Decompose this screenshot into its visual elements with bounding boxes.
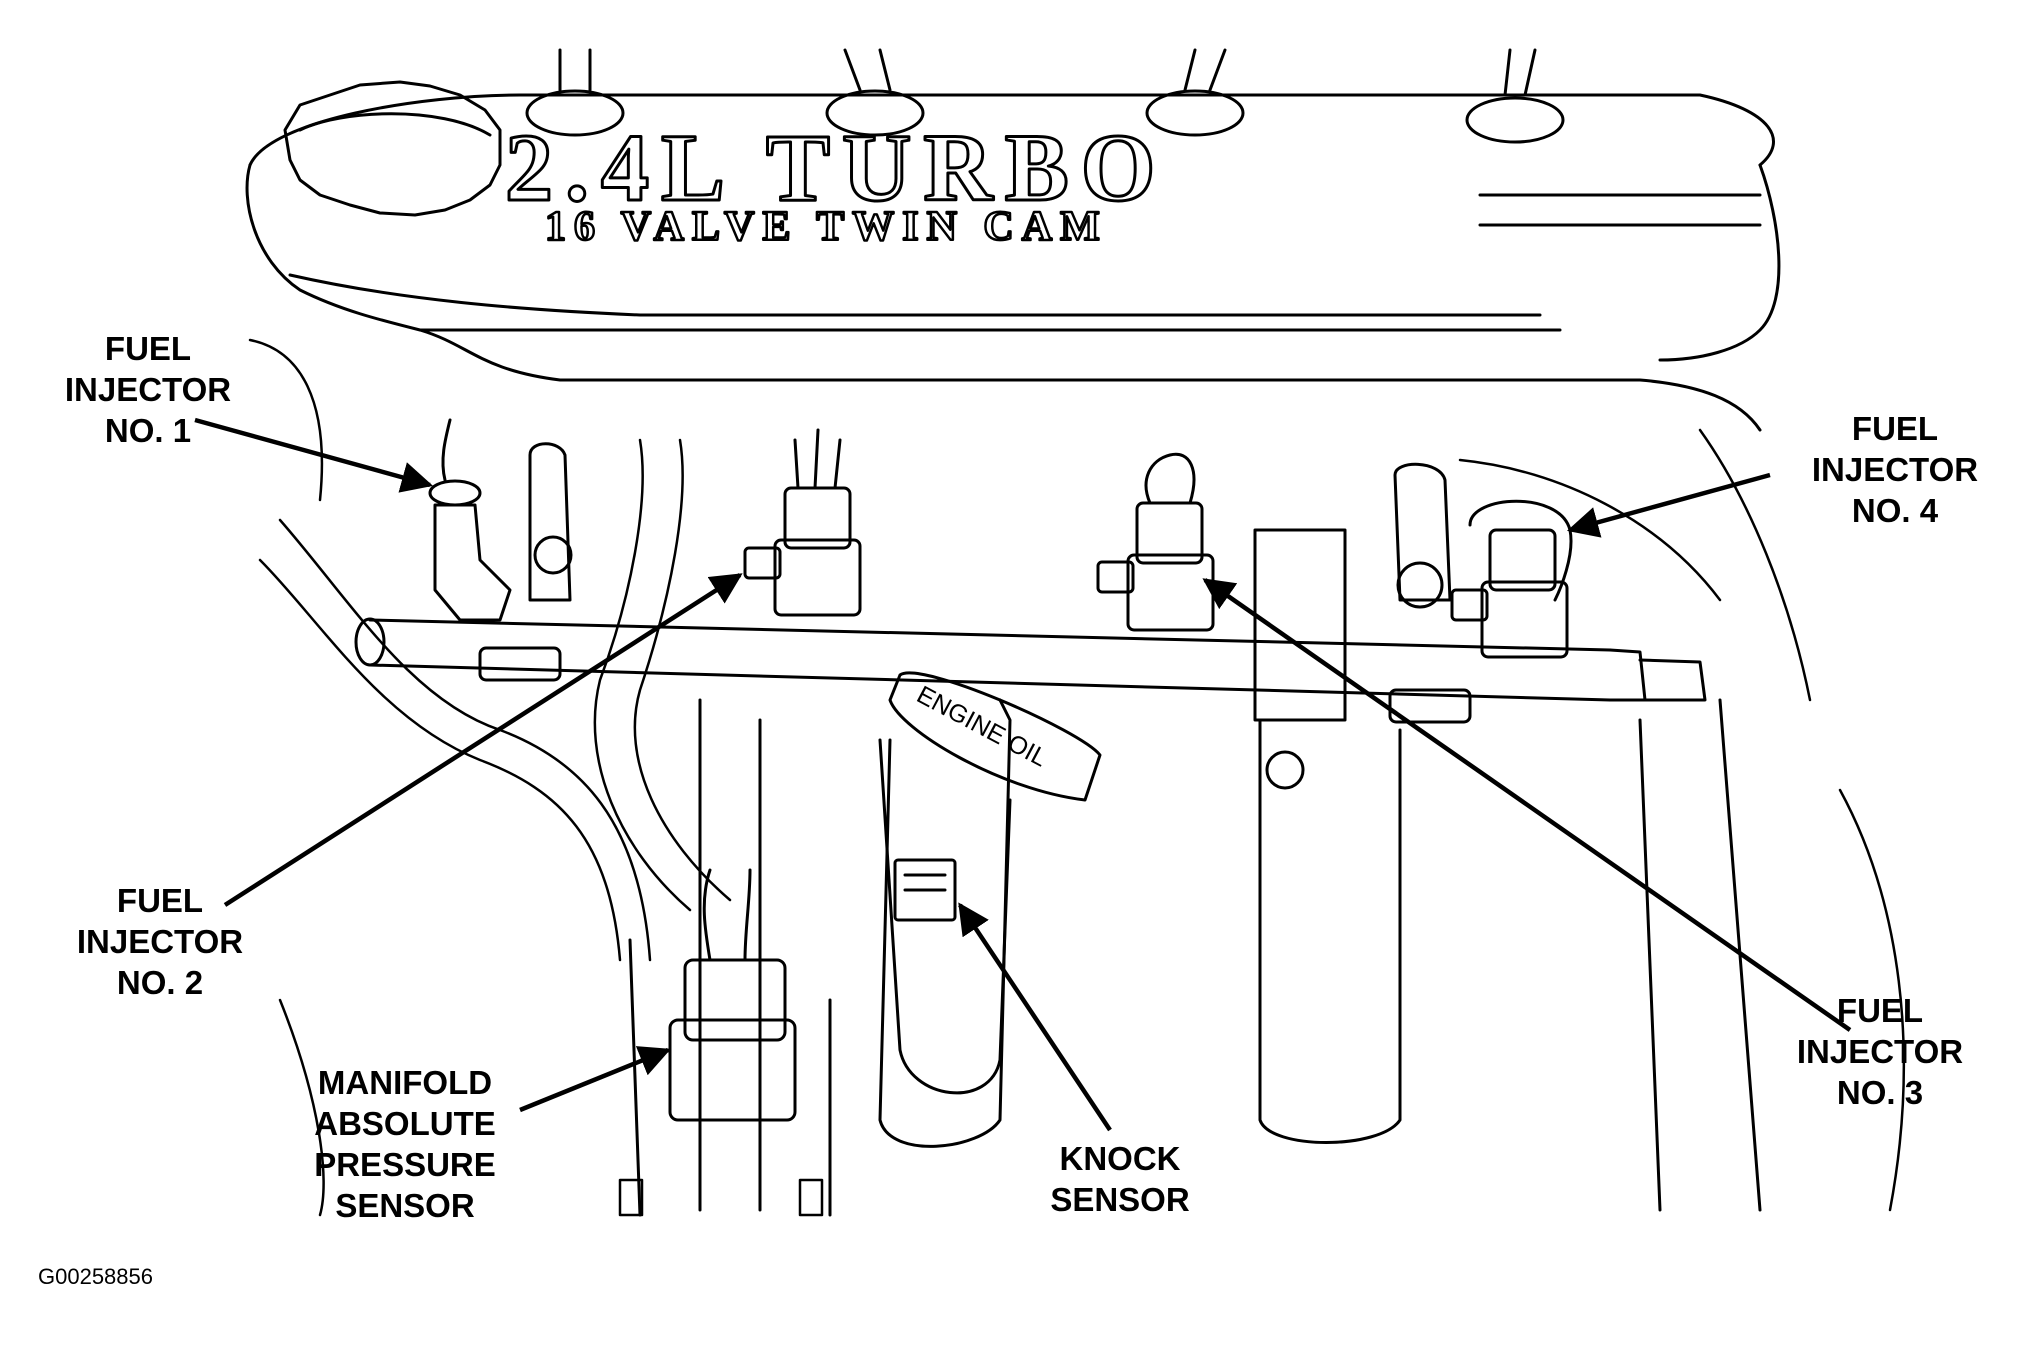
knock-sensor <box>893 858 957 922</box>
fuel-rail <box>354 617 1707 724</box>
spark-plug-boots <box>525 48 1565 144</box>
fuel-injector-3 <box>1096 452 1215 632</box>
oil-filler-cap <box>283 80 502 217</box>
fuel-injector-2 <box>743 428 862 617</box>
leader-map-sensor <box>519 1046 671 1113</box>
dipstick: ENGINE OIL <box>878 671 1102 1095</box>
leader-injector-4 <box>1566 472 1771 538</box>
leader-injector-3 <box>1202 578 1852 1032</box>
wiring-harness <box>258 438 1722 962</box>
intake-manifold <box>528 442 1762 1217</box>
callout-leaders <box>194 417 1852 1132</box>
label-fuel-injector-2: FUEL INJECTOR NO. 2 <box>76 882 244 1001</box>
leader-knock-sensor <box>958 902 1112 1132</box>
label-fuel-injector-3: FUEL INJECTOR NO. 3 <box>1796 992 1964 1111</box>
label-map-sensor: MANIFOLD ABSOLUTE PRESSURE SENSOR <box>314 1064 496 1224</box>
dipstick-label: ENGINE OIL <box>912 681 1052 773</box>
figure-id: G00258856 <box>38 1264 153 1289</box>
engine-cover-title: 2.4L TURBO <box>505 114 1167 221</box>
fuel-injector-4 <box>1450 499 1573 659</box>
leader-injector-1 <box>194 417 434 493</box>
engine-outline <box>248 338 1905 1217</box>
label-fuel-injector-4: FUEL INJECTOR NO. 4 <box>1811 410 1979 529</box>
engine-cover-subtitle: 16 VALVE TWIN CAM <box>545 204 1108 250</box>
label-knock-sensor: KNOCK SENSOR <box>1050 1140 1190 1218</box>
engine-cover: 2.4L TURBO 16 VALVE TWIN CAM <box>245 93 1781 432</box>
leader-injector-2 <box>223 573 743 907</box>
fuel-injector-1 <box>428 418 512 622</box>
label-fuel-injector-1: FUEL INJECTOR NO. 1 <box>64 330 232 449</box>
